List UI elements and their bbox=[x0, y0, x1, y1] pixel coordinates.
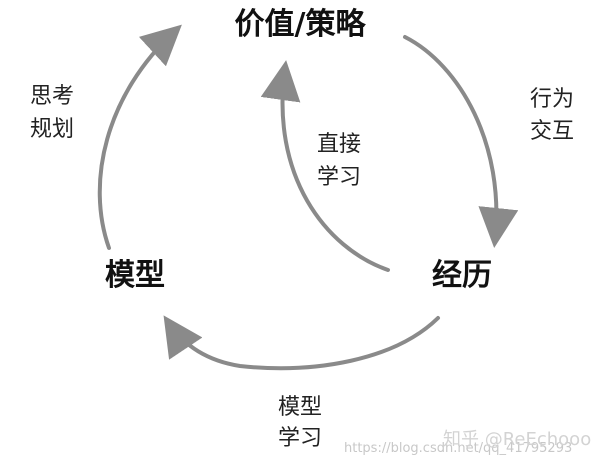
direct-learning-arrow bbox=[260, 60, 390, 272]
node-model: 模型 bbox=[105, 258, 165, 293]
edge-interaction-line-1: 行为 bbox=[530, 87, 574, 112]
edge-planning-line-1: 思考 bbox=[30, 84, 74, 109]
edge-planning-line-2: 规划 bbox=[30, 117, 74, 142]
edge-model-learning-line-1: 模型 bbox=[278, 395, 322, 420]
blog-watermark: https://blog.csdn.net/qq_41795293 bbox=[344, 441, 572, 456]
edge-direct-learning-line-2: 学习 bbox=[317, 165, 361, 190]
edge-direct-learning-line-1: 直接 bbox=[317, 132, 361, 157]
node-value-policy: 价值/策略 bbox=[235, 7, 367, 42]
edge-interaction-line-2: 交互 bbox=[530, 119, 574, 144]
interaction-arrow bbox=[403, 35, 519, 248]
edge-model-learning-line-2: 学习 bbox=[278, 426, 322, 451]
planning-arrow bbox=[97, 24, 182, 250]
model-learning-arrow bbox=[163, 315, 440, 371]
node-experience: 经历 bbox=[432, 258, 492, 293]
zhihu-watermark: 知乎 @ReEchooo bbox=[443, 429, 591, 450]
